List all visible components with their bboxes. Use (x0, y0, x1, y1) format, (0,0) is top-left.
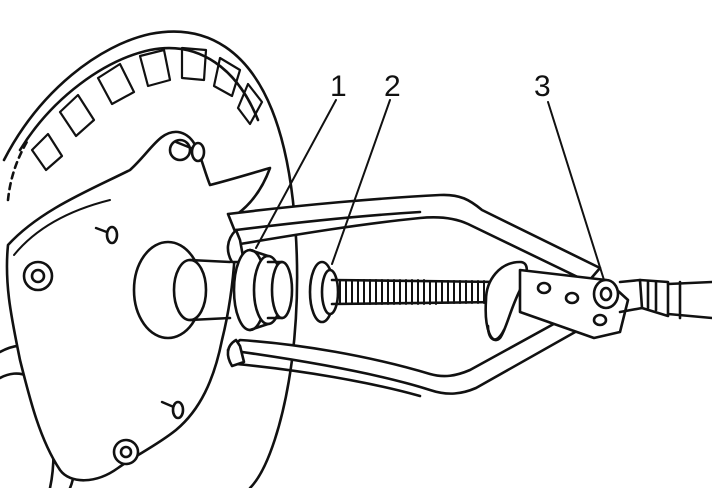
disc-vents (30, 46, 264, 172)
puller-handle (518, 268, 630, 340)
callout-3: 3 (534, 70, 551, 103)
wheel-studs (94, 140, 206, 420)
threaded-spindle (330, 278, 502, 306)
callout-1: 1 (330, 70, 347, 103)
callout-labels: 1 2 3 (330, 70, 551, 103)
hub-bearing (132, 240, 232, 340)
bushing (232, 248, 294, 332)
leader-line-1 (255, 99, 337, 249)
leader-lines (255, 99, 605, 281)
washer (308, 260, 340, 324)
leader-line-3 (547, 101, 605, 281)
leader-line-2 (331, 99, 391, 265)
callout-2: 2 (384, 70, 401, 103)
puller-jaws (226, 228, 246, 368)
drive-shaft (618, 278, 712, 320)
puller-upper-arm (226, 193, 602, 284)
